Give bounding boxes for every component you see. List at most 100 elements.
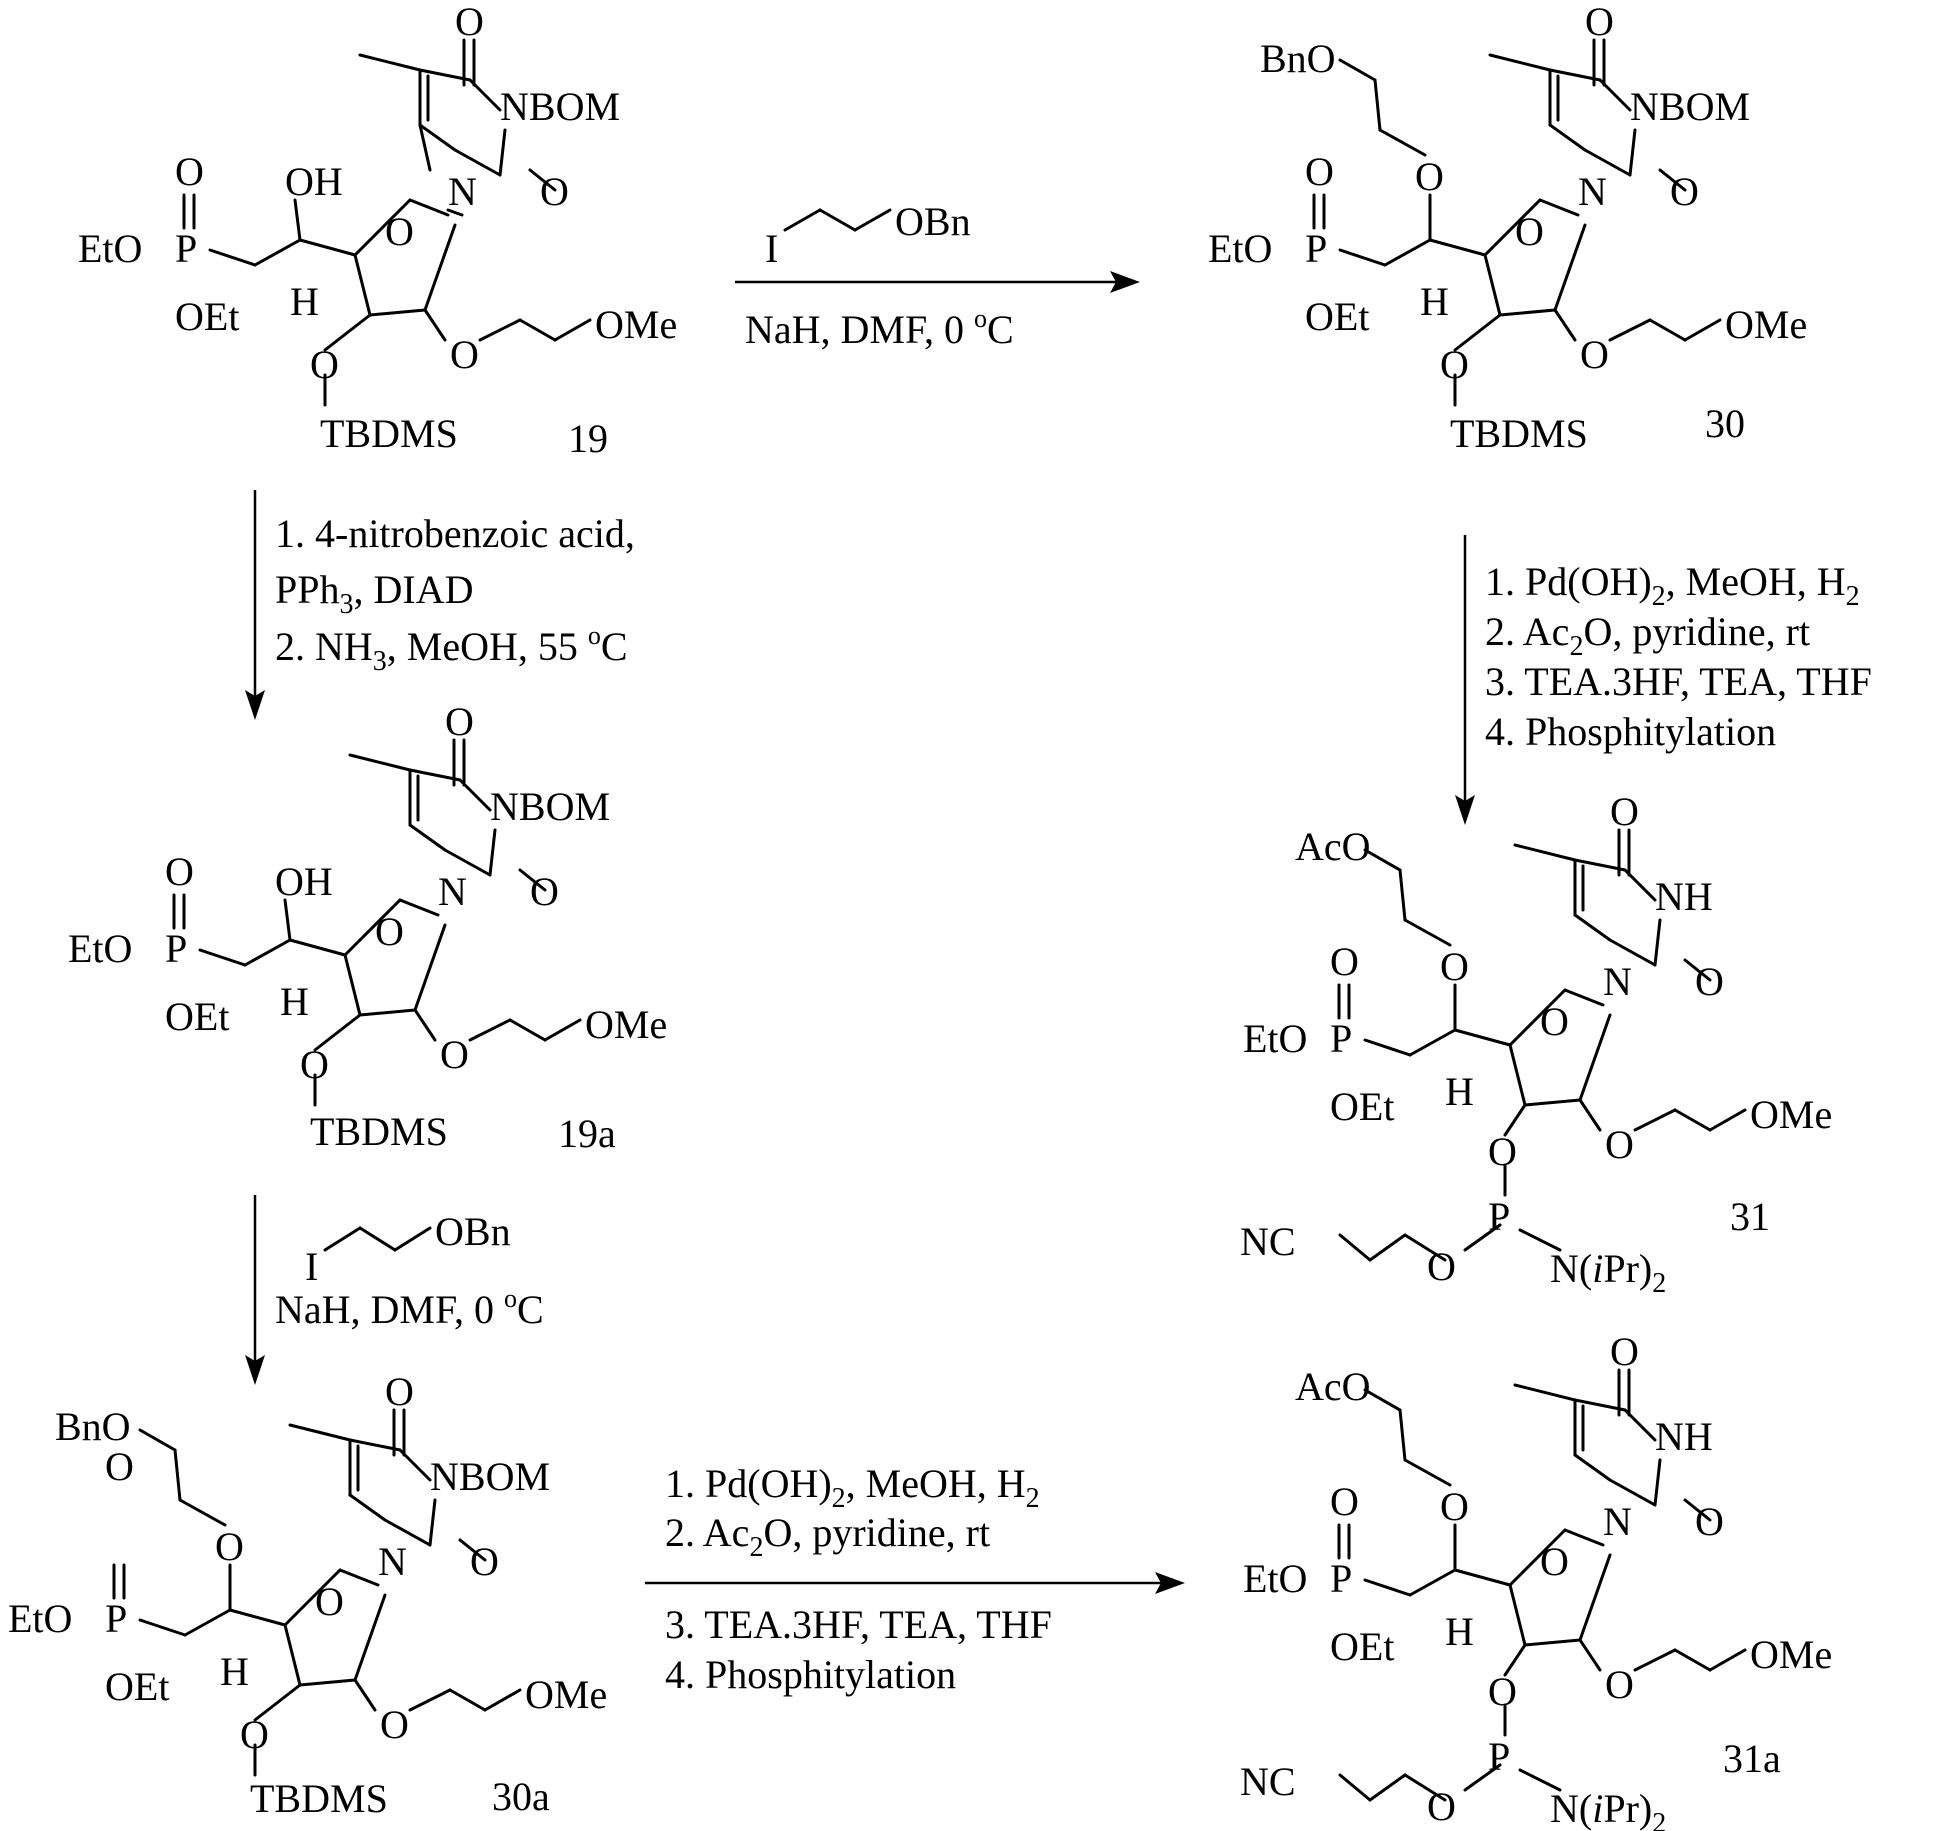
oet-label: OEt — [1330, 1624, 1394, 1669]
carbonyl-o-2: O — [470, 1539, 499, 1584]
nbom-label: NBOM — [490, 784, 610, 829]
o2-label: O — [1580, 332, 1609, 377]
ether-o-label: O — [1415, 154, 1444, 199]
reagent-line-1: 1. 4-nitrobenzoic acid, — [275, 511, 635, 556]
molecule-19a: NBOM O O N OH O EtO P OEt O H O OMe O TB… — [68, 699, 667, 1156]
iso-prefix: i — [1592, 1246, 1603, 1291]
diisopropylamino-label: N(iPr)2 — [1550, 1786, 1666, 1831]
molecule-31a: AcO NH O O N O O EtO P OEt O H O OMe O P… — [1240, 1329, 1832, 1831]
phosphoryl-o: O — [1330, 1479, 1359, 1524]
obn-label: OBn — [435, 1209, 511, 1254]
o2-label: O — [440, 1032, 469, 1077]
reagents-step-2: 1. 4-nitrobenzoic acid, PPh3, DIAD 2. NH… — [275, 511, 635, 677]
tbdms-label: TBDMS — [1450, 411, 1588, 456]
n1-label: N — [1578, 169, 1607, 214]
eto-label: EtO — [1243, 1016, 1307, 1061]
molecule-31: AcO NH O O N O O EtO P OEt O H O OMe O P… — [1240, 789, 1832, 1299]
reagent-line-1: 1. Pd(OH)2, MeOH, H2 — [1485, 559, 1860, 612]
p-label: P — [105, 1596, 127, 1641]
o3-label: O — [300, 1042, 329, 1087]
diisopropylamino-label: N(iPr)2 — [1550, 1246, 1666, 1299]
reagent-line-2: PPh3, DIAD — [275, 567, 473, 620]
tbdms-label: TBDMS — [250, 1776, 388, 1821]
molecule-19: NBOM O O N OH O EtO P OEt O H O OMe O TB… — [78, 0, 677, 461]
oet-label: OEt — [165, 994, 229, 1039]
compound-number: 30a — [492, 1774, 550, 1819]
ome-label: OMe — [585, 1002, 667, 1047]
o3-label: O — [240, 1712, 269, 1757]
pr-paren: Pr) — [1603, 1246, 1652, 1291]
arrow-19a-to-30a — [245, 1195, 265, 1385]
ome-label: OMe — [1725, 302, 1807, 347]
oet-label: OEt — [1305, 294, 1369, 339]
phosphoryl-o: O — [175, 149, 204, 194]
carbonyl-o-top: O — [385, 1369, 414, 1414]
n1-label: N — [378, 1539, 407, 1584]
carbonyl-o-top: O — [445, 699, 474, 744]
ether-o-label: O — [1440, 944, 1469, 989]
reagent-line-2: 2. Ac2O, pyridine, rt — [665, 1510, 990, 1563]
oet-label: OEt — [175, 294, 239, 339]
conditions-label: NaH, DMF, 0 oC — [745, 304, 1014, 352]
oet-label: OEt — [105, 1664, 169, 1709]
o3-label: O — [1488, 1669, 1517, 1714]
eto-label: EtO — [8, 1596, 72, 1641]
carbonyl-o-2: O — [1670, 169, 1699, 214]
phosphite-p-label: P — [1488, 1194, 1510, 1239]
oh-label: OH — [285, 159, 343, 204]
p-label: P — [175, 226, 197, 271]
iodoethyl-bonds — [785, 210, 890, 230]
nbom-label: NBOM — [430, 1454, 550, 1499]
molecule-30: BnO NBOM O O N O O EtO P OEt O H O OMe O… — [1208, 0, 1807, 456]
ring-o-label: O — [315, 1579, 344, 1624]
ether-o-label: O — [215, 1524, 244, 1569]
iodoethyl-bonds — [325, 1228, 430, 1250]
h-label: H — [290, 279, 319, 324]
reagent-line-2: 2. Ac2O, pyridine, rt — [1485, 609, 1810, 662]
n1-label: N — [438, 869, 467, 914]
iodo-label: I — [305, 1244, 318, 1289]
phosphoryl-o: O — [165, 849, 194, 894]
compound-number: 19 — [568, 416, 608, 461]
reagent-line-3: 3. TEA.3HF, TEA, THF — [665, 1602, 1052, 1647]
carbonyl-o-top: O — [1610, 789, 1639, 834]
reagent-line-3: 2. NH3, MeOH, 55 oC — [275, 621, 628, 677]
o2-label: O — [380, 1702, 409, 1747]
p-label: P — [165, 926, 187, 971]
o3-label: O — [1488, 1129, 1517, 1174]
n-paren: N( — [1550, 1786, 1592, 1831]
aco-label: AcO — [1295, 824, 1371, 869]
phosphoryl-o: O — [1330, 939, 1359, 984]
reagent-line-3: 3. TEA.3HF, TEA, THF — [1485, 659, 1872, 704]
p-label: P — [1330, 1556, 1352, 1601]
reagent-line-4: 4. Phosphitylation — [665, 1652, 956, 1697]
h-label: H — [220, 1649, 249, 1694]
carbonyl-o-top: O — [1610, 1329, 1639, 1374]
ring-o-label: O — [1540, 999, 1569, 1044]
aco-label: AcO — [1295, 1364, 1371, 1409]
bno-label: BnO — [1260, 36, 1336, 81]
h-label: H — [1445, 1069, 1474, 1114]
p-label: P — [1305, 226, 1327, 271]
eto-label: EtO — [78, 226, 142, 271]
carbonyl-o-top: O — [455, 0, 484, 44]
phosphoryl-o: O — [105, 1444, 134, 1489]
tbdms-label: TBDMS — [310, 1109, 448, 1154]
arrow-30-to-31 — [1455, 535, 1475, 825]
eto-label: EtO — [68, 926, 132, 971]
ring-o-label: O — [375, 909, 404, 954]
subscript-2: 2 — [1652, 1808, 1666, 1831]
eto-label: EtO — [1208, 226, 1272, 271]
reagents-step-3: 1. Pd(OH)2, MeOH, H2 2. Ac2O, pyridine, … — [1485, 559, 1872, 754]
iodo-label: I — [765, 226, 778, 271]
iso-prefix: i — [1592, 1786, 1603, 1831]
ether-o-label: O — [1440, 1484, 1469, 1529]
nbom-label: NBOM — [1630, 84, 1750, 129]
o3-label: O — [310, 342, 339, 387]
molecule-30a: BnO NBOM O O N O O EtO P OEt O H O OMe O… — [8, 1369, 607, 1821]
ome-label: OMe — [525, 1672, 607, 1717]
reagents-step-1: I OBn NaH, DMF, 0 oC — [745, 199, 1014, 352]
compound-number: 31a — [1723, 1736, 1781, 1781]
